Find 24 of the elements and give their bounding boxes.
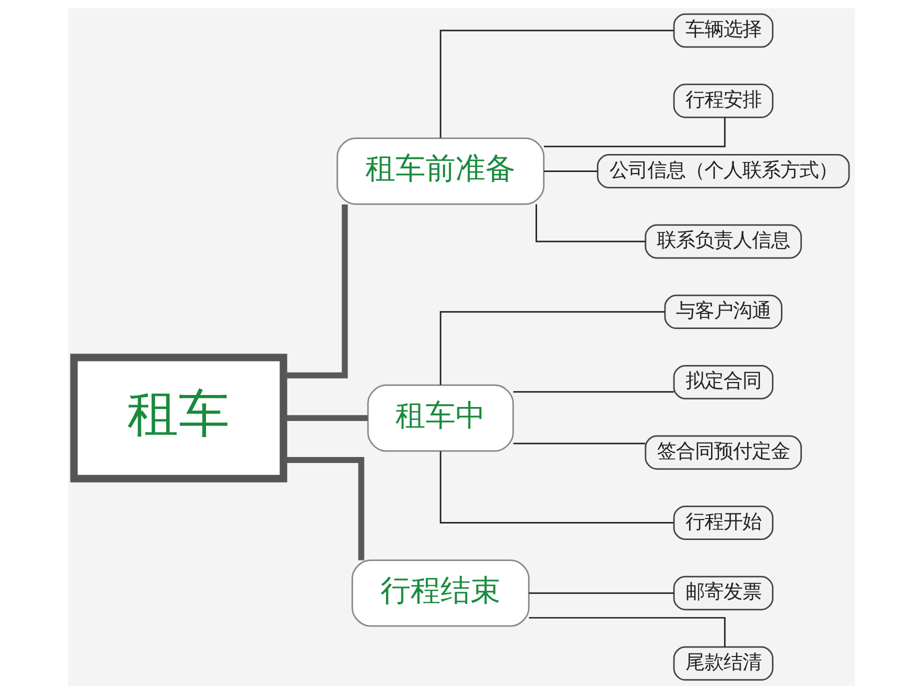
connector xyxy=(535,204,645,242)
node-box: 邮寄发票 xyxy=(672,576,773,610)
node-box: 行程开始 xyxy=(672,506,773,540)
connector xyxy=(439,30,673,138)
node-box: 联系负责人信息 xyxy=(644,224,802,259)
connector xyxy=(512,391,674,393)
connector xyxy=(543,170,597,172)
connector xyxy=(543,117,726,148)
node-box: 车辆选择 xyxy=(672,13,773,48)
node-box: 租车 xyxy=(70,354,287,482)
node-box: 签合同预付定金 xyxy=(644,435,802,470)
connector xyxy=(512,442,645,444)
node-box: 租车中 xyxy=(366,384,514,452)
node-box: 尾款结清 xyxy=(672,646,773,681)
node-box: 公司信息（个人联系方式） xyxy=(596,154,850,188)
connector xyxy=(439,451,673,524)
node-box: 与客户沟通 xyxy=(664,294,782,330)
connector xyxy=(528,592,674,594)
node-box: 行程结束 xyxy=(351,559,530,627)
connector xyxy=(528,617,726,647)
connector xyxy=(439,311,664,386)
node-box: 拟定合同 xyxy=(672,364,773,400)
node-box: 行程安排 xyxy=(672,84,773,118)
node-box: 租车前准备 xyxy=(336,138,544,205)
